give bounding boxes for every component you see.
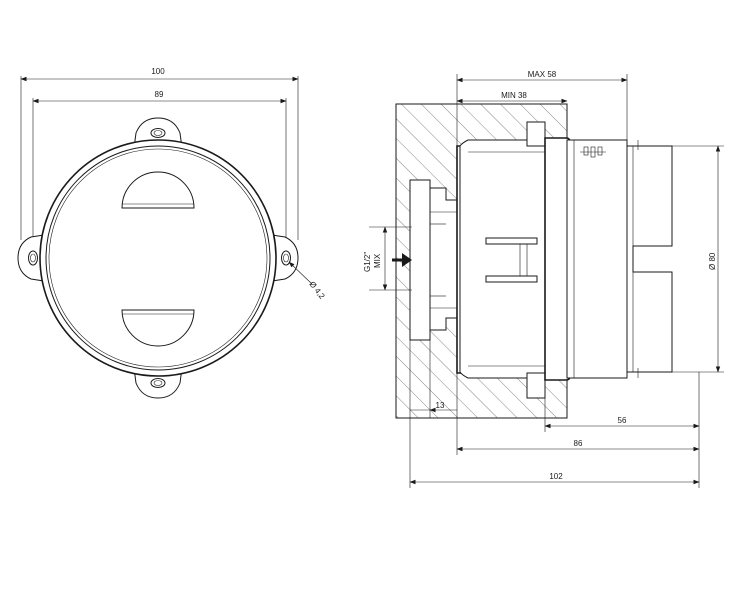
- dim-outer-width-label: 100: [151, 67, 165, 76]
- dim-inner-width: 89: [32, 90, 287, 240]
- connection-label-1: G1/2": [363, 252, 372, 272]
- dim-max-depth: MAX 58: [456, 70, 628, 146]
- dim-inner-width-label: 89: [155, 90, 164, 99]
- arrow-right-icon: [392, 253, 412, 267]
- front-view: 100 89: [17, 67, 327, 399]
- inlet-connector: [429, 187, 458, 331]
- connection-label-2: MIX: [373, 253, 382, 268]
- dim-diameter-label: Ø 80: [708, 252, 717, 270]
- dim-min-depth-label: MIN 38: [501, 91, 527, 100]
- dim-connection: G1/2" MIX: [363, 226, 412, 291]
- dim-protrusion-label: 56: [618, 416, 627, 425]
- cutout-bottom: [121, 309, 195, 347]
- side-view: MAX 58 MIN 38: [363, 70, 724, 488]
- dim-total-length-label: 102: [549, 472, 563, 481]
- dim-wall-offset-label: 13: [436, 401, 445, 410]
- dim-body-length-label: 86: [574, 439, 583, 448]
- dim-wall-offset: 13: [409, 340, 457, 418]
- mounting-ear-left: [17, 234, 45, 282]
- front-body: [39, 139, 277, 377]
- dim-hole-label: Ø 4,2: [307, 280, 326, 301]
- dim-body-length: 86: [456, 373, 700, 455]
- valve-body: [456, 121, 673, 399]
- dim-total-length: 102: [409, 418, 700, 488]
- mounting-ear-right: [271, 234, 299, 282]
- dim-max-depth-label: MAX 58: [528, 70, 557, 79]
- cutout-top: [121, 171, 195, 209]
- dim-outer-width: 100: [20, 67, 299, 240]
- dim-min-depth: MIN 38: [456, 91, 568, 104]
- dim-protrusion: 56: [544, 372, 700, 432]
- dim-diameter: Ø 80: [672, 145, 724, 373]
